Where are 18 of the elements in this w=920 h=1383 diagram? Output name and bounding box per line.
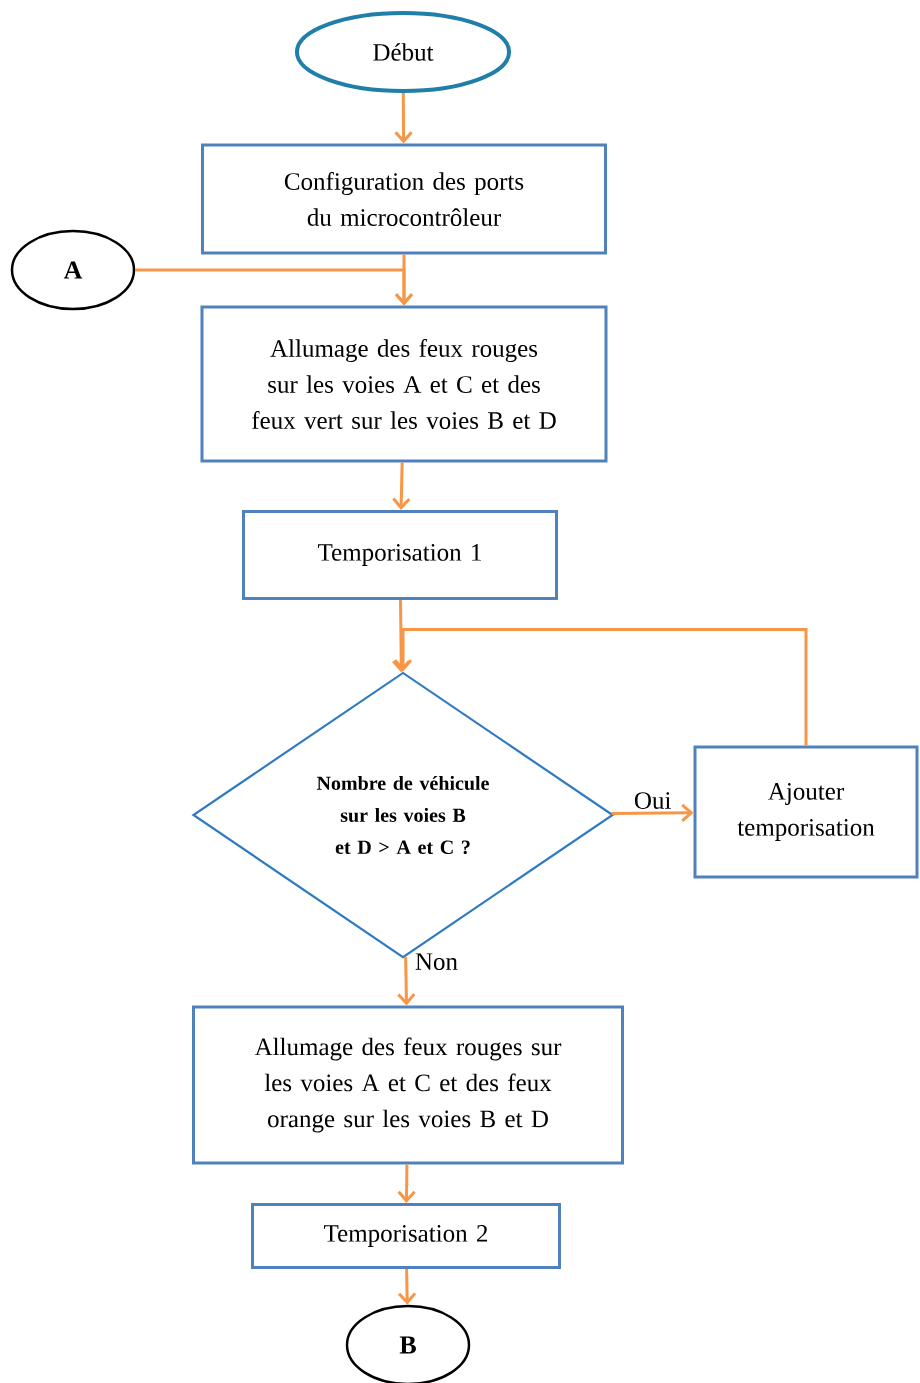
arrow xyxy=(392,600,411,673)
arrow xyxy=(397,1268,417,1305)
process-box: Configuration des ports du microcontrôleur xyxy=(201,143,607,255)
arrow xyxy=(397,956,416,1006)
process-box: Allumage des feux rouges sur les voies A et C et des feux vert sur les voies B et D xyxy=(200,305,608,463)
process-box: Temporisation 2 xyxy=(251,1203,561,1269)
arrow xyxy=(135,268,414,306)
process-box: Temporisation 1 xyxy=(242,510,558,600)
start-oval: Début xyxy=(294,11,512,93)
connector-oval: A xyxy=(10,229,136,311)
arrow xyxy=(392,462,411,510)
arrow xyxy=(397,1164,416,1203)
process-box: Ajouter temporisation xyxy=(693,745,919,879)
arrow xyxy=(393,627,808,746)
edge-label: Oui xyxy=(632,791,673,810)
process-box: Allumage des feux rouges sur les voies A et C et des feux orange sur les voies B et D xyxy=(192,1005,624,1165)
arrow xyxy=(611,803,694,823)
arrow xyxy=(394,93,413,144)
